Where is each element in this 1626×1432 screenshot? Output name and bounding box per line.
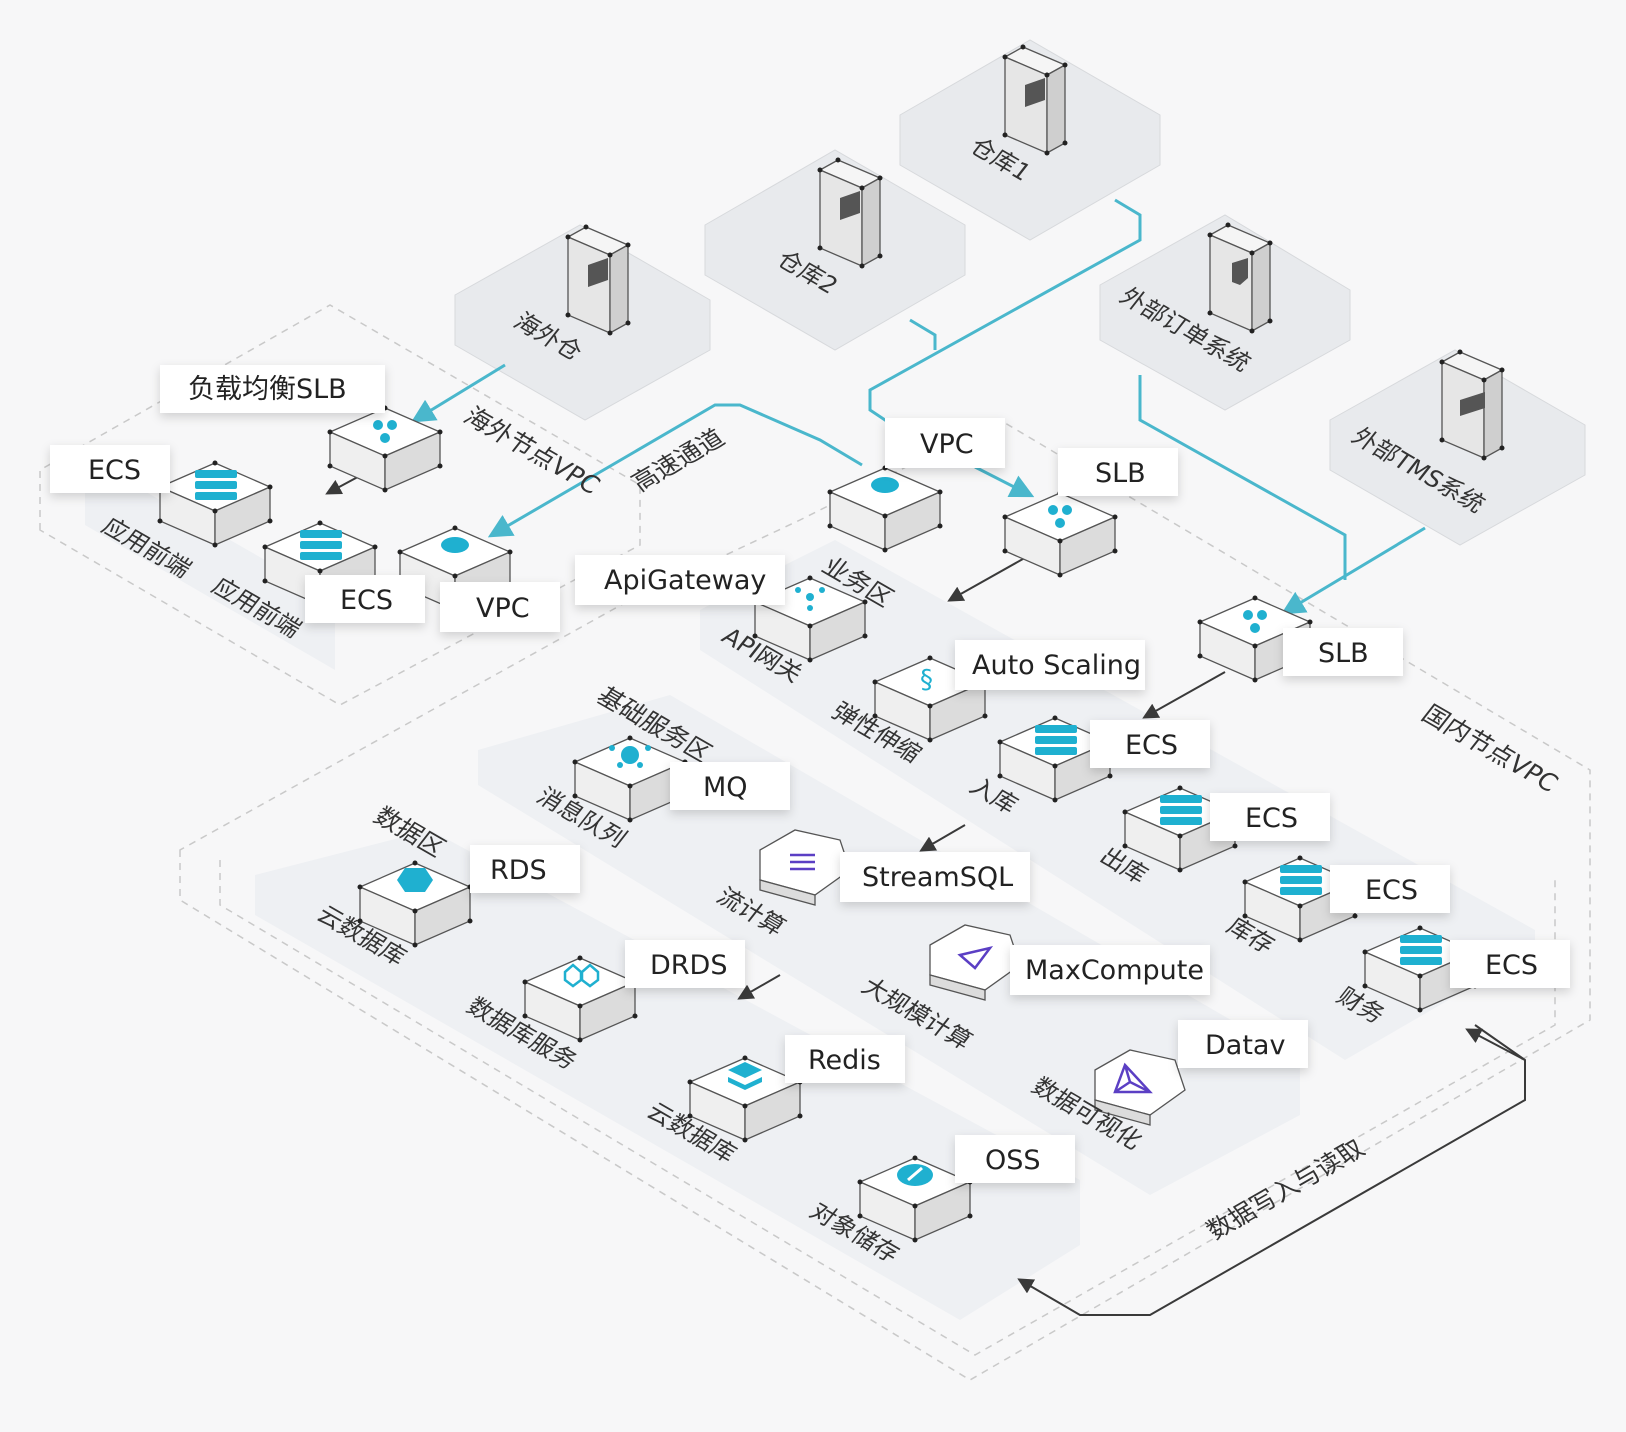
server-icon	[1035, 725, 1077, 755]
ecs-out-callout: ECS	[1245, 803, 1298, 834]
drds-node	[521, 954, 639, 1044]
overseas-warehouse-node	[454, 223, 711, 421]
flow-express-channel	[487, 403, 863, 538]
mq-node	[571, 734, 689, 824]
redis-icon	[728, 1062, 762, 1090]
streamsql-callout: StreamSQL	[862, 862, 1013, 893]
ecs-out-node	[1121, 784, 1239, 874]
domestic-slb-callout: SLB	[1095, 458, 1146, 489]
oss-node	[856, 1154, 974, 1244]
data-rw-up	[1465, 1028, 1526, 1061]
warehouse1-node	[899, 39, 1161, 241]
maxcompute-icon	[957, 946, 994, 970]
drds-icon	[563, 963, 600, 988]
flow-warehouse2-vpc	[909, 318, 937, 350]
overseas-ecs2-node	[261, 519, 379, 609]
datav-icon	[1113, 1062, 1153, 1094]
domestic-vpc-label: 国内节点VPC	[1416, 700, 1563, 798]
arrow-ecs-stream	[919, 824, 966, 852]
server-icon	[1400, 935, 1442, 965]
autoscaling-node: §	[871, 654, 989, 744]
express-channel-label: 高速通道	[626, 424, 730, 497]
overseas-vpc-callout: VPC	[476, 593, 530, 624]
warehouse2-node	[704, 149, 966, 351]
arrow-slb-autoscale	[947, 554, 1031, 602]
flow-warehouse1-vpc	[868, 198, 1142, 432]
mq-icon	[609, 745, 651, 768]
rds-node	[356, 859, 474, 949]
slb-icon	[373, 420, 397, 443]
maxcompute-callout: MaxCompute	[1025, 955, 1204, 986]
ecs-in-callout: ECS	[1125, 730, 1178, 761]
api-callout: ApiGateway	[604, 565, 766, 596]
redis-callout: Redis	[808, 1045, 881, 1076]
data-rw-loop	[1017, 1024, 1526, 1316]
rds-icon	[397, 868, 433, 892]
ecs-fin-node	[1361, 924, 1479, 1014]
apigateway-node	[751, 574, 869, 664]
maxcompute-node	[929, 924, 1021, 1001]
datav-callout: Datav	[1205, 1030, 1285, 1061]
cloud-icon	[441, 537, 469, 553]
overseas-ecs1-callout: ECS	[88, 455, 141, 486]
overseas-vpc-node	[396, 524, 514, 614]
ecs-stock-callout: ECS	[1365, 875, 1418, 906]
slb-icon	[1243, 610, 1267, 633]
domestic-slb2-node	[1196, 594, 1314, 684]
streamsql-node	[759, 829, 851, 906]
autoscaling-icon: §	[920, 665, 933, 695]
domestic-vpc-callout: VPC	[920, 429, 974, 460]
overseas-ecs1-node	[156, 459, 274, 549]
api-icon	[795, 587, 825, 611]
flow-tms-slb2	[1280, 526, 1426, 615]
datav-node	[1094, 1049, 1186, 1126]
mq-callout: MQ	[703, 772, 748, 803]
ecs-fin-callout: ECS	[1485, 950, 1538, 981]
cloud-icon	[871, 477, 899, 493]
domestic-slb2-callout: SLB	[1318, 638, 1369, 669]
server-icon	[195, 470, 237, 500]
overseas-ecs2-callout: ECS	[340, 585, 393, 616]
flow-vpc-slb	[974, 465, 1035, 498]
arrow-stream-drds	[737, 974, 781, 1000]
domestic-vpc-node	[826, 464, 944, 554]
overseas-slb-callout: 负载均衡SLB	[188, 374, 347, 405]
domestic-slb-node	[1001, 489, 1119, 579]
rds-callout: RDS	[490, 855, 547, 886]
server-icon	[300, 530, 342, 560]
arrow-slb2-ecs	[1142, 671, 1226, 719]
domestic-vpc-outline	[179, 419, 1591, 1381]
overseas-app-area	[85, 460, 335, 670]
overseas-slb-node	[326, 404, 444, 494]
order-system-node	[1099, 214, 1351, 411]
server-icon	[1160, 795, 1202, 825]
flow-order-slb2	[1138, 375, 1347, 580]
slb-icon	[1048, 505, 1072, 528]
streamsql-icon	[790, 853, 815, 871]
ecs-in-node	[996, 714, 1114, 804]
oss-callout: OSS	[985, 1145, 1041, 1176]
ecs-stock-node	[1241, 854, 1359, 944]
autoscaling-callout: Auto Scaling	[972, 650, 1141, 681]
server-icon	[1280, 865, 1322, 895]
flow-overseas-slb	[410, 363, 506, 423]
redis-node	[686, 1054, 804, 1144]
oss-icon	[897, 1164, 933, 1186]
drds-callout: DRDS	[650, 950, 727, 981]
tms-system-node	[1329, 348, 1586, 546]
